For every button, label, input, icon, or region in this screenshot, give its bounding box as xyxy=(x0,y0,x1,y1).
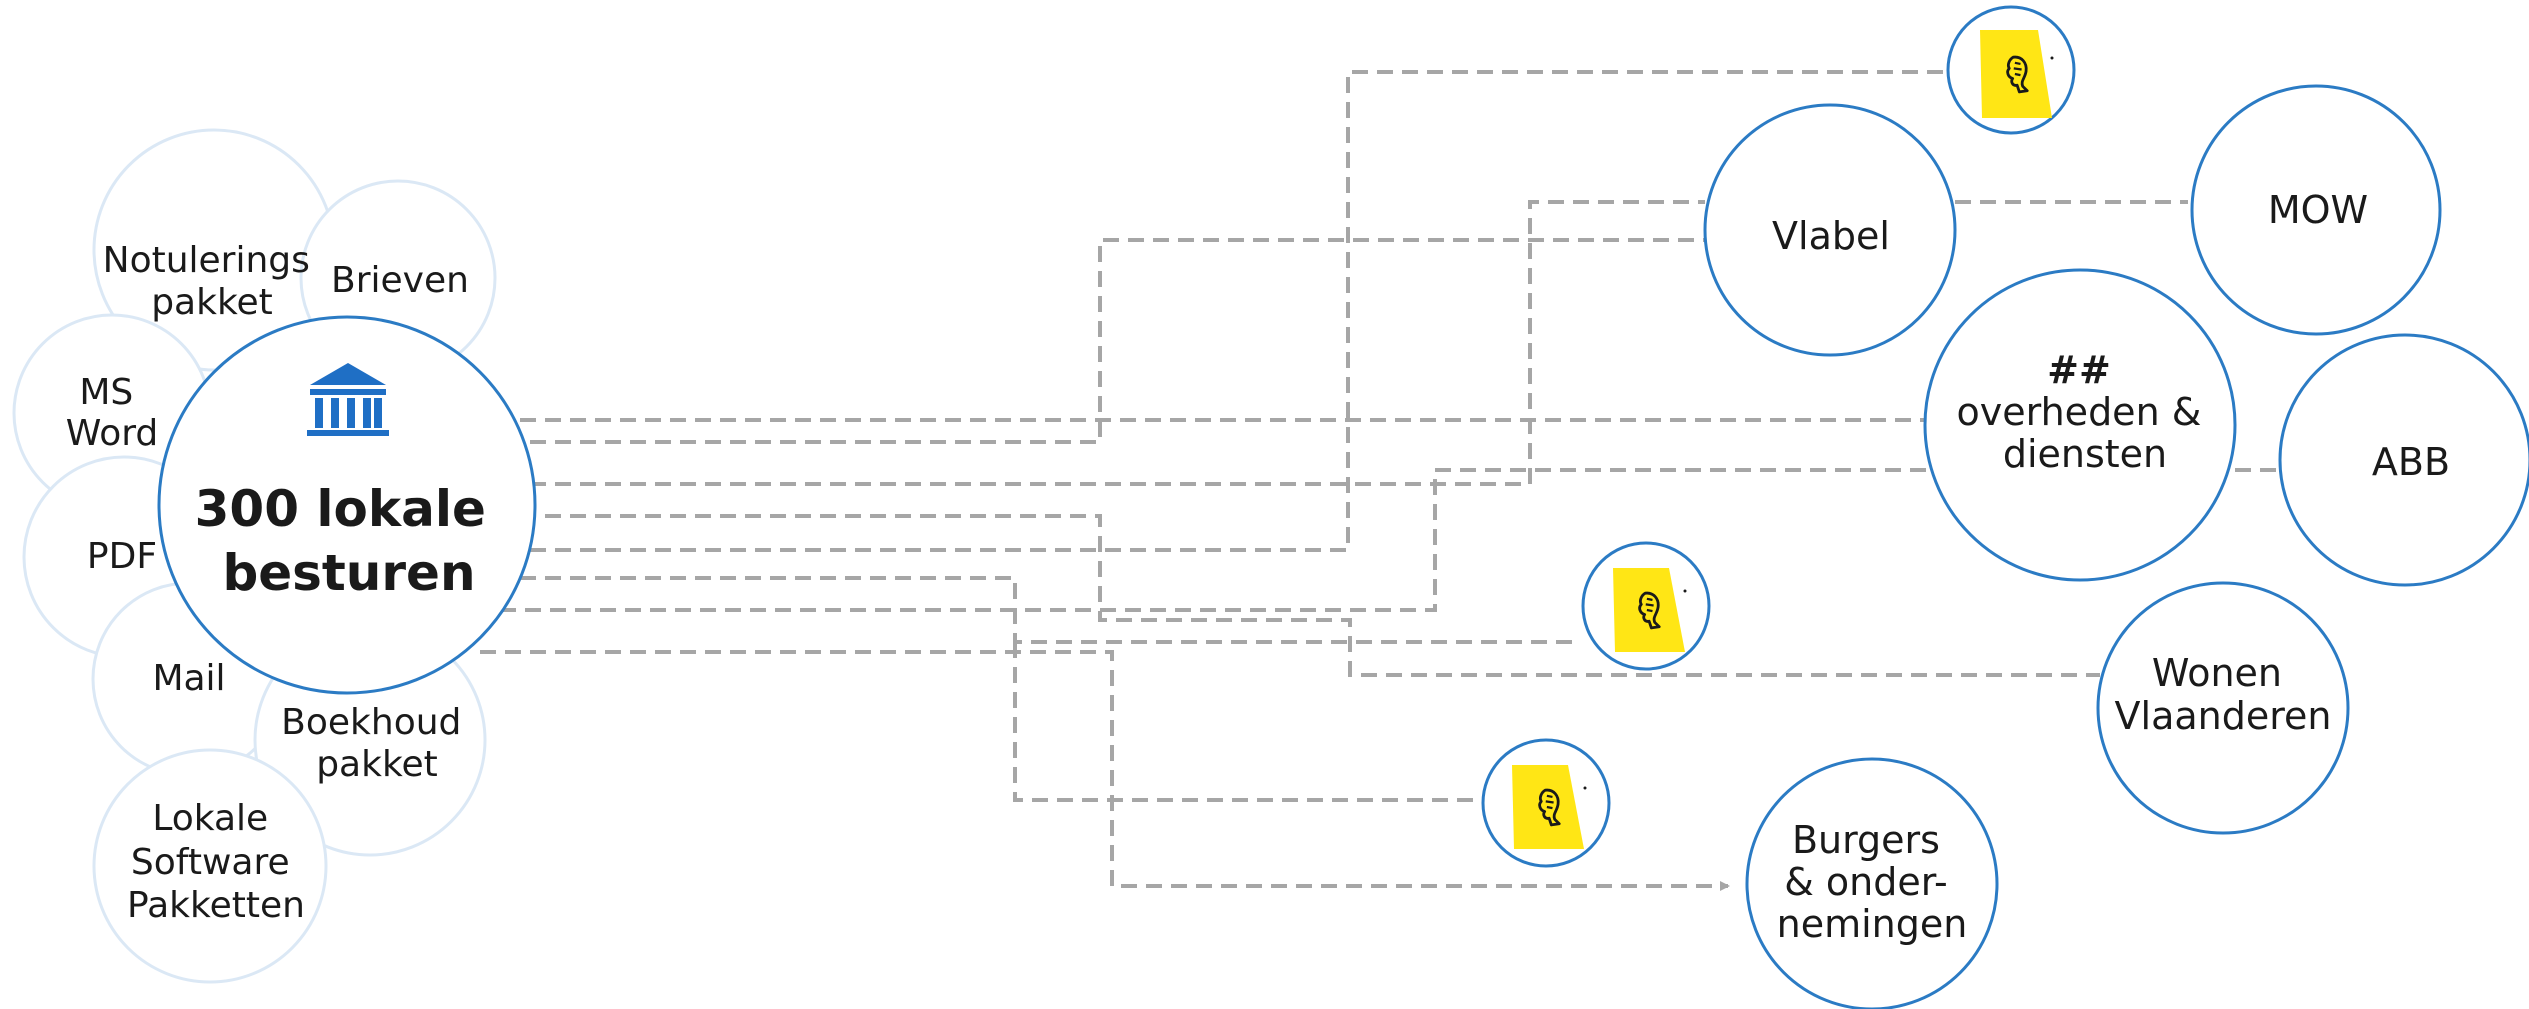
connector-to-abb xyxy=(500,468,2280,612)
connector-to-wonen xyxy=(520,514,2100,677)
destination-circle-overheden xyxy=(1923,268,2237,582)
destination-label-line: ## xyxy=(2047,348,2111,392)
destination-labels: Vlabel MOW ## overheden & diensten ABB W… xyxy=(1772,188,2450,946)
destination-label-line: Wonen xyxy=(2152,651,2282,695)
source-label-brieven: Brieven xyxy=(331,260,469,301)
source-label-line: pakket xyxy=(316,744,438,785)
source-label-line: Mail xyxy=(152,658,225,699)
destination-circle-abb xyxy=(2278,333,2529,587)
destination-label-burgers: Burgers & onder- nemingen xyxy=(1777,818,1968,946)
source-label-line: Boekhoud xyxy=(281,702,461,743)
source-label-line: Word xyxy=(66,413,159,454)
destination-circle-wonen xyxy=(2096,581,2350,835)
vlaanderen-lion-logo-icon xyxy=(1581,541,1711,671)
destination-circle-mow xyxy=(2190,84,2442,336)
destination-label-abb: ABB xyxy=(2372,440,2450,484)
hub-label-line: besturen xyxy=(222,544,475,602)
source-label-line: Brieven xyxy=(331,260,469,301)
source-label-line: Software xyxy=(131,842,290,883)
source-label-line: Notulerings xyxy=(103,240,310,281)
hub-label: 300 lokale besturen xyxy=(195,480,504,602)
connector-to-vlabel-a xyxy=(530,238,1705,444)
vlaanderen-lion-logo-icon xyxy=(1481,738,1611,868)
connector-to-logo-bottom xyxy=(1013,642,1480,802)
hub-circle xyxy=(157,315,537,695)
source-label-line: MS xyxy=(79,372,133,413)
destination-circles xyxy=(1703,84,2529,1009)
destination-label-line: overheden & xyxy=(1957,390,2202,434)
source-label-boekhoud: Boekhoud pakket xyxy=(281,702,473,785)
connector-to-logo-top xyxy=(530,70,1950,552)
source-label-line: PDF xyxy=(87,536,157,577)
connector-to-burgers xyxy=(480,650,1730,891)
source-label-mail: Mail xyxy=(152,658,225,699)
destination-circle-burgers xyxy=(1745,757,1999,1009)
source-circle-lokale-software xyxy=(92,748,328,984)
destination-label-line: ABB xyxy=(2372,440,2450,484)
destination-label-line: nemingen xyxy=(1777,902,1968,946)
source-label-line: Pakketten xyxy=(127,885,305,926)
source-label-notulering: Notulerings pakket xyxy=(103,240,322,323)
connector-to-logo-middle xyxy=(520,576,1580,644)
connector-lines xyxy=(480,70,2280,891)
hub-label-line: 300 lokale xyxy=(195,480,486,538)
destination-label-mow: MOW xyxy=(2268,188,2368,232)
source-labels: Notulerings pakket Brieven MS Word PDF M… xyxy=(66,240,473,926)
destination-circle-vlabel xyxy=(1703,103,1957,357)
bank-building-icon xyxy=(307,363,389,436)
destination-label-line: MOW xyxy=(2268,188,2368,232)
destination-label-wonen: Wonen Vlaanderen xyxy=(2115,651,2332,738)
destination-label-line: Burgers xyxy=(1792,818,1940,862)
destination-label-line: Vlaanderen xyxy=(2115,694,2332,738)
hub-node xyxy=(157,315,537,695)
source-label-line: pakket xyxy=(151,282,273,323)
vlaanderen-lion-logo-icon xyxy=(1946,5,2076,135)
source-label-lokale-software: Lokale Software Pakketten xyxy=(127,798,305,926)
source-label-msword: MS Word xyxy=(66,372,159,454)
destination-label-overheden: ## overheden & diensten xyxy=(1957,348,2214,476)
source-label-line: Lokale xyxy=(152,798,268,839)
destination-label-line: diensten xyxy=(2003,432,2167,476)
destination-label-line: Vlabel xyxy=(1772,214,1890,258)
source-label-pdf: PDF xyxy=(87,536,157,577)
logo-nodes xyxy=(1481,5,2076,868)
destination-label-line: & onder- xyxy=(1784,860,1947,904)
destination-label-vlabel: Vlabel xyxy=(1772,214,1890,258)
connector-to-vlabel-b xyxy=(530,200,1705,486)
